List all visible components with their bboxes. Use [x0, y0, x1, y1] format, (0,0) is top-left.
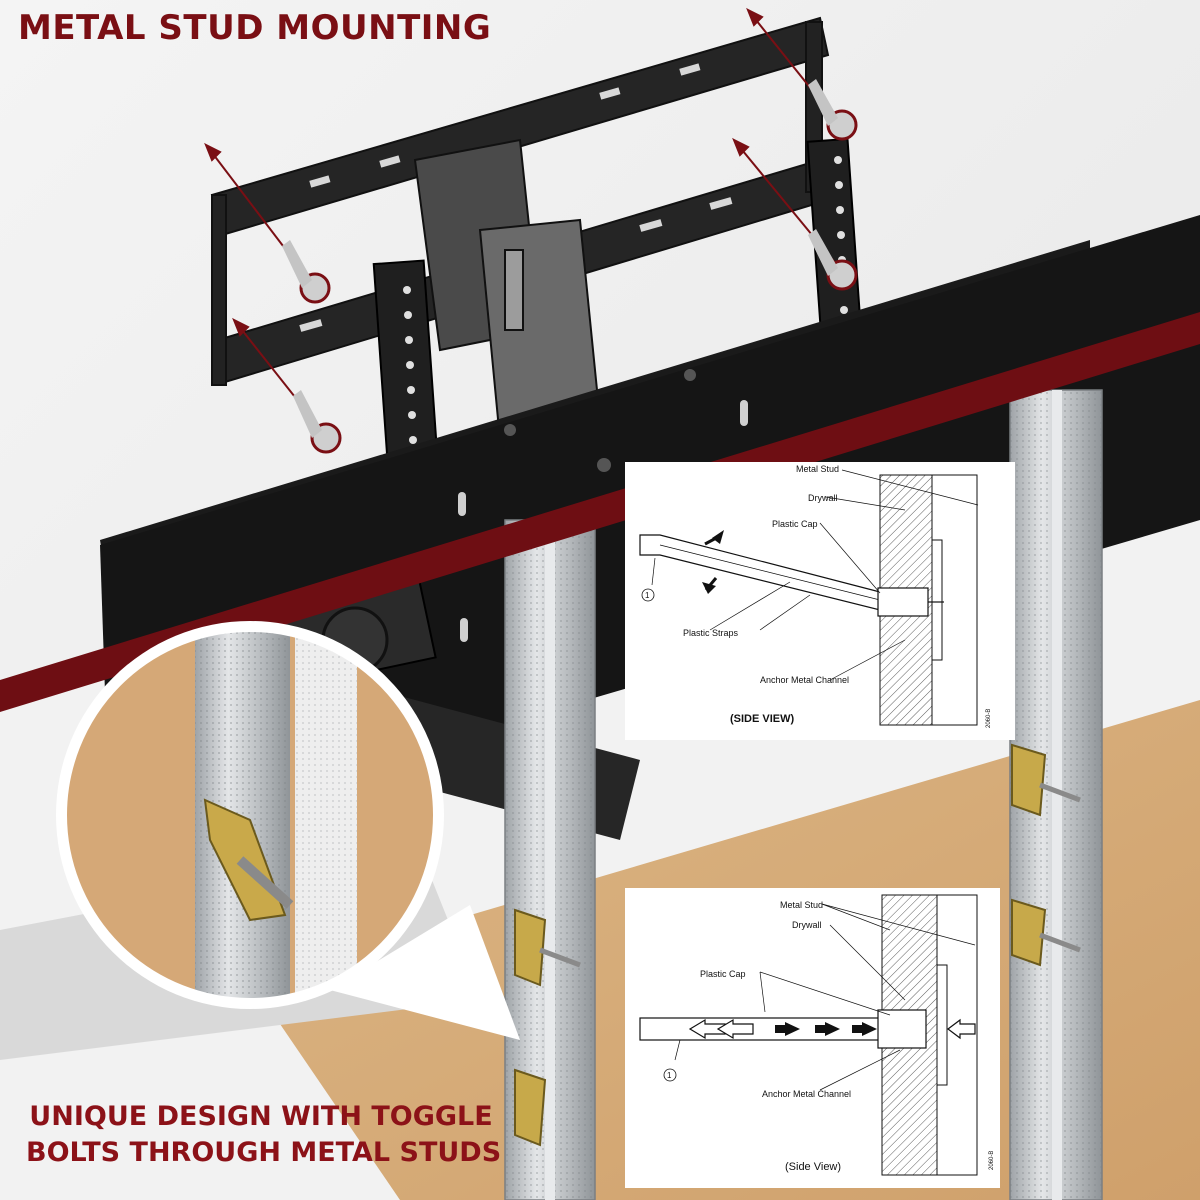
divider-band [0, 312, 1200, 712]
lag-screws [204, 7, 858, 454]
label-plastic-straps: Plastic Straps [683, 628, 739, 638]
articulating-arm [413, 138, 602, 442]
callout-1-top: 1 [645, 591, 650, 600]
label-anchor-channel-top: Anchor Metal Channel [760, 675, 849, 685]
label-drywall-bottom: Drywall [792, 920, 822, 930]
label-plastic-cap-bottom: Plastic Cap [700, 969, 746, 979]
label-side-view-top: (SIDE VIEW) [730, 713, 795, 725]
diagram-top: Metal Stud Drywall Plastic Cap Plastic S… [625, 462, 1015, 740]
label-drywall-top: Drywall [808, 493, 838, 503]
label-metal-stud-bottom: Metal Stud [780, 900, 823, 910]
label-anchor-channel-bottom: Anchor Metal Channel [762, 1089, 851, 1099]
page-title: METAL STUD MOUNTING [18, 8, 492, 48]
callout-1-bottom: 1 [667, 1071, 672, 1080]
detail-magnifier [56, 621, 520, 1040]
label-side-view-bottom: (Side View) [785, 1161, 841, 1173]
toggle-bolts [514, 743, 1081, 1147]
label-metal-stud-top: Metal Stud [796, 464, 839, 474]
diagram-bottom: Metal Stud Drywall Plastic Cap Anchor Me… [625, 888, 1000, 1188]
tagline-line-2: BOLTS THROUGH METAL STUDS [26, 1137, 502, 1168]
tagline-line-1: UNIQUE DESIGN WITH TOGGLE [29, 1101, 493, 1132]
code-bottom: 2060-B [989, 1151, 995, 1170]
code-top: 2060-B [986, 709, 992, 728]
label-plastic-cap-top: Plastic Cap [772, 519, 818, 529]
